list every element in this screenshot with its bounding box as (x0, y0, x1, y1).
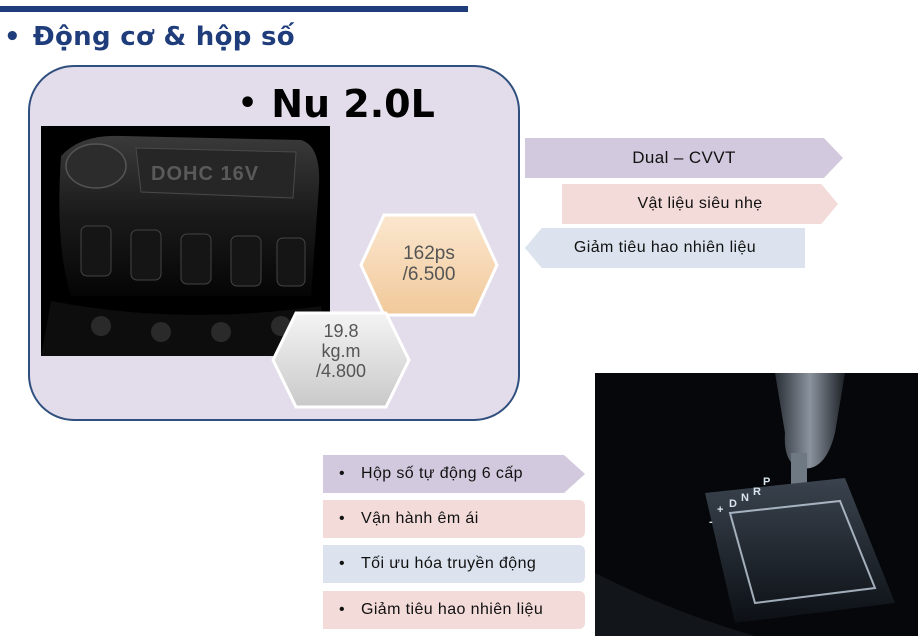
section-heading: • Động cơ & hộp số (4, 22, 295, 52)
shifter-label: P (763, 476, 770, 488)
torque-line2: kg.m (321, 340, 361, 361)
transmission-item-label: Hộp số tự động 6 cấp (361, 465, 523, 482)
gear-shifter-image: P R N D + - (595, 373, 918, 636)
shifter-label: R (753, 486, 761, 498)
heading-text: Động cơ & hộp số (32, 22, 295, 52)
power-value: 162ps /6.500 (378, 243, 480, 286)
shifter-label: - (709, 516, 713, 528)
list-bullet: • (338, 601, 345, 618)
feature-tag-dual-cvvt: Dual – CVVT (525, 138, 843, 178)
shifter-label: D (729, 498, 737, 510)
top-accent-bar (0, 6, 468, 12)
torque-value: 19.8 kg.m /4.800 (291, 321, 391, 381)
transmission-item-label: Giảm tiêu hao nhiên liệu (361, 601, 544, 618)
power-hexagon (359, 213, 499, 317)
heading-bullet: • (4, 22, 21, 52)
torque-hexagon (271, 311, 411, 409)
shifter-label: N (741, 492, 749, 504)
list-bullet: • (338, 510, 345, 527)
transmission-item: • Hộp số tự động 6 cấp (323, 455, 585, 493)
transmission-item: • Giảm tiêu hao nhiên liệu (323, 591, 585, 629)
engine-title-bullet: • (238, 86, 258, 121)
torque-line1: 19.8 (323, 321, 359, 341)
engine-image: DOHC 16V (41, 126, 330, 356)
engine-name: Nu 2.0L (271, 82, 435, 126)
power-line1: 162ps (403, 243, 455, 264)
feature-tag-lightweight: Vật liệu siêu nhẹ (562, 184, 838, 224)
torque-line3: /4.800 (315, 360, 367, 381)
transmission-item-label: Tối ưu hóa truyền động (361, 555, 537, 572)
shifter-label: + (717, 504, 723, 516)
engine-title: • Nu 2.0L (238, 82, 435, 126)
power-line2: /6.500 (402, 263, 456, 285)
list-bullet: • (338, 555, 345, 572)
transmission-item: • Vận hành êm ái (323, 500, 585, 538)
feature-tag-fuel-saving: Giảm tiêu hao nhiên liệu (525, 228, 805, 268)
engine-label-text: DOHC 16V (151, 163, 259, 185)
transmission-item: • Tối ưu hóa truyền động (323, 545, 585, 583)
list-bullet: • (338, 465, 345, 482)
transmission-item-label: Vận hành êm ái (361, 510, 479, 527)
